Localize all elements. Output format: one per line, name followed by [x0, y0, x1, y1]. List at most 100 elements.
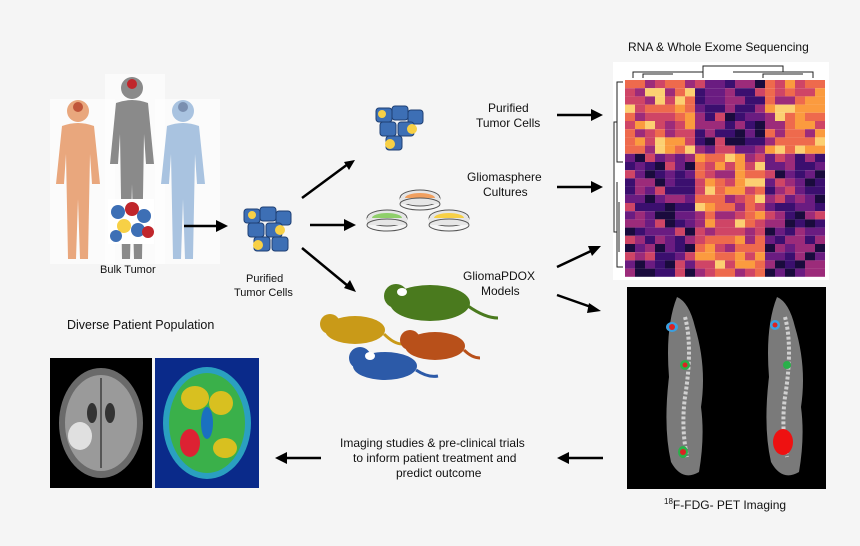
heatmap-cell [695, 170, 705, 179]
dendrogram-top [632, 65, 814, 78]
heatmap-cell [655, 244, 665, 253]
heatmap-cell [795, 145, 805, 154]
heatmap-cell [655, 178, 665, 187]
heatmap-cell [725, 268, 735, 277]
heatmap-cell [655, 104, 665, 113]
heatmap-cell [745, 252, 755, 261]
heatmap-cell [645, 227, 655, 236]
heatmap-cell [785, 227, 795, 236]
gliomasphere-line1: Gliomasphere [467, 170, 542, 184]
heatmap-cell [765, 203, 775, 212]
heatmap-cell [815, 260, 825, 269]
heatmap-cell [695, 235, 705, 244]
heatmap-cell [735, 260, 745, 269]
heatmap-cell [675, 227, 685, 236]
pdox-rats-icon [320, 284, 499, 380]
heatmap-cell [775, 145, 785, 154]
heatmap-cell [645, 104, 655, 113]
heatmap-cell [625, 186, 635, 195]
heatmap-cell [695, 129, 705, 138]
heatmap-cell [655, 227, 665, 236]
heatmap-cell [675, 203, 685, 212]
heatmap-cell [795, 162, 805, 171]
heatmap-cell [765, 112, 775, 121]
heatmap-cell [625, 80, 635, 89]
heatmap-cell [685, 260, 695, 269]
heatmap-cell [635, 235, 645, 244]
heatmap-cell [715, 88, 725, 97]
heatmap-cell [735, 170, 745, 179]
heatmap-cell [805, 260, 815, 269]
heatmap-cell [635, 260, 645, 269]
heatmap-cell [815, 162, 825, 171]
heatmap-cell [635, 104, 645, 113]
heatmap-cell [795, 244, 805, 253]
heatmap-cell [725, 104, 735, 113]
heatmap-cell [735, 194, 745, 203]
heatmap-cell [805, 104, 815, 113]
heatmap-cell [725, 162, 735, 171]
heatmap-cell [715, 244, 725, 253]
heatmap-cell [765, 96, 775, 105]
heatmap-cell [775, 227, 785, 236]
heatmap-cell [685, 112, 695, 121]
heatmap-cell [665, 104, 675, 113]
heatmap-cell [655, 252, 665, 261]
dendrogram-left [613, 81, 623, 268]
heatmap-cell [695, 96, 705, 105]
heatmap-cell [775, 260, 785, 269]
heatmap-cell [675, 170, 685, 179]
heatmap-cell [785, 80, 795, 89]
heatmap-cell [685, 162, 695, 171]
heatmap-cell [705, 121, 715, 130]
heatmap-cell [655, 186, 665, 195]
heatmap-cell [805, 219, 815, 228]
heatmap-cell [675, 145, 685, 154]
heatmap-cell [635, 244, 645, 253]
heatmap-cell [645, 260, 655, 269]
heatmap-cell [625, 211, 635, 220]
heatmap-cell [785, 244, 795, 253]
heatmap-cell [665, 235, 675, 244]
heatmap-cell [795, 252, 805, 261]
heatmap-cell [715, 211, 725, 220]
heatmap-cell [745, 96, 755, 105]
heatmap-cell [645, 194, 655, 203]
heatmap-cell [725, 145, 735, 154]
heatmap-cell [795, 194, 805, 203]
heatmap-cell [655, 219, 665, 228]
heatmap-cell [695, 244, 705, 253]
heatmap-cell [685, 194, 695, 203]
heatmap-cell [685, 252, 695, 261]
heatmap-cell [695, 162, 705, 171]
heatmap-cell [755, 137, 765, 146]
imaging-line2: to inform patient treatment and [353, 451, 517, 465]
heatmap-cell [755, 186, 765, 195]
heatmap-cell [765, 268, 775, 277]
heatmap-cell [765, 137, 775, 146]
heatmap-cell [635, 203, 645, 212]
heatmap-cell [765, 260, 775, 269]
heatmap-cell [815, 88, 825, 97]
heatmap-cell [635, 129, 645, 138]
heatmap-cell [655, 260, 665, 269]
heatmap-cell [675, 260, 685, 269]
heatmap-cell [715, 186, 725, 195]
heatmap-cell [725, 219, 735, 228]
heatmap-cell [755, 88, 765, 97]
tumor-spot-blue [178, 102, 188, 112]
dish-left [366, 209, 408, 232]
heatmap-cell [725, 137, 735, 146]
heatmap-cell [665, 260, 675, 269]
heatmap-cell [815, 96, 825, 105]
heatmap-cell [755, 80, 765, 89]
heatmap-cell [715, 129, 725, 138]
heatmap-cell [715, 252, 725, 261]
heatmap-cell [685, 244, 695, 253]
heatmap-cell [735, 145, 745, 154]
heatmap-cell [815, 112, 825, 121]
heatmap-cell [695, 252, 705, 261]
heatmap-cell [775, 137, 785, 146]
patient-figures [50, 74, 220, 264]
heatmap-cell [815, 252, 825, 261]
